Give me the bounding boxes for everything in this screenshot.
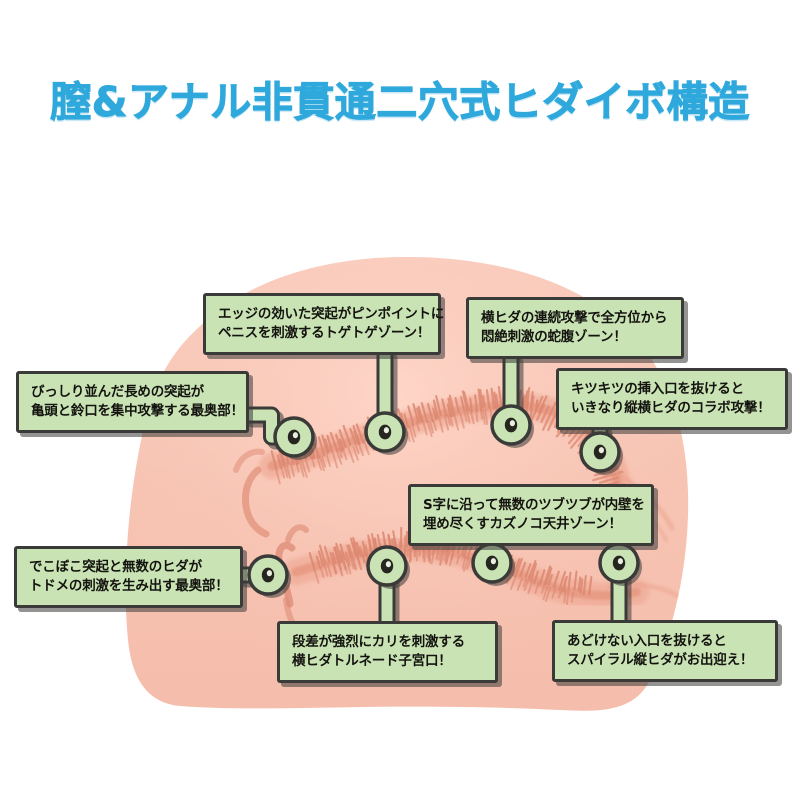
callout-line: キツキツの挿入口を抜けると [571, 381, 744, 397]
callout-marker-saiokubu-upper[interactable] [273, 416, 317, 460]
callout-line: 横ヒダの連続攻撃で全方位から [481, 310, 668, 326]
callout-line: でこぼこ突起と無数のヒダが [29, 559, 202, 575]
marker-dot-highlight [617, 558, 624, 565]
callout-line: エッジの効いた突起がピンポイントに [218, 306, 445, 322]
callout-line: あどけない入口を抜けると [567, 633, 727, 649]
page-title: 膣&アナル非貫通二穴式ヒダイボ構造 [50, 78, 750, 127]
callout-line: ペニスを刺激するトゲトゲゾーン！ [218, 325, 431, 342]
marker-dot-highlight [490, 558, 496, 565]
callout-line: 段差が強烈にカリを刺激する [292, 634, 465, 650]
marker-dot-highlight [509, 420, 515, 427]
callout-tornado-shikyuukou[interactable]: 段差が強烈にカリを刺激する横ヒダトルネード子宮口！ [277, 621, 498, 683]
callout-kazunoko-tenjou[interactable]: S字に沿って無数のツブツブが内壁を埋め尽くすカズノコ天井ゾーン！ [408, 484, 654, 546]
callout-line: 悶絶刺激の蛇腹ゾーン！ [481, 329, 627, 346]
callout-jabara-zone[interactable]: 横ヒダの連続攻撃で全方位から悶絶刺激の蛇腹ゾーン！ [466, 297, 684, 359]
callout-line: びっしり並んだ長めの突起が [31, 384, 204, 400]
callout-togetoge-zone[interactable]: エッジの効いた突起がピンポイントにペニスを刺激するトゲトゲゾーン！ [203, 293, 445, 355]
marker-dot-highlight [598, 447, 605, 454]
callout-line: トドメの刺激を生み出す最奥部！ [29, 578, 229, 595]
callout-line: 埋め尽くすカズノコ天井ゾーン！ [423, 516, 622, 533]
callout-marker-togetoge-zone[interactable] [364, 411, 408, 455]
callout-saiokubu-lower[interactable]: でこぼこ突起と無数のヒダがトドメの刺激を生み出す最奥部！ [14, 546, 243, 608]
callout-saiokubu-upper[interactable]: びっしり並んだ長めの突起が亀頭と鈴口を集中攻撃する最奥部！ [16, 371, 249, 433]
callout-collab-attack[interactable]: キツキツの挿入口を抜けるといきなり縦横ヒダのコラボ攻撃！ [556, 368, 788, 430]
callout-spiral-tate-hida[interactable]: あどけない入口を抜けるとスパイラル縦ヒダがお出迎え！ [552, 620, 778, 682]
callout-marker-tornado-shikyuukou[interactable] [366, 545, 410, 589]
callout-line: S字に沿って無数のツブツブが内壁を [423, 497, 645, 513]
callout-line: いきなり縦横ヒダのコラボ攻撃！ [571, 400, 771, 417]
marker-dot-highlight [292, 432, 298, 439]
callout-marker-kazunoko-tenjou[interactable] [471, 542, 515, 586]
callout-marker-spiral-tate-hida[interactable] [598, 542, 642, 586]
callout-line: スパイラル縦ヒダがお出迎え！ [567, 652, 754, 669]
marker-dot-highlight [383, 427, 389, 434]
marker-dot-highlight [385, 561, 391, 568]
callout-line: 横ヒダトルネード子宮口！ [292, 653, 452, 670]
callout-marker-jabara-zone[interactable] [490, 404, 534, 448]
marker-dot-highlight [266, 570, 272, 577]
callout-marker-saiokubu-lower[interactable] [247, 554, 291, 598]
callout-line: 亀頭と鈴口を集中攻撃する最奥部！ [31, 403, 244, 420]
callout-marker-collab-attack[interactable] [579, 431, 623, 475]
